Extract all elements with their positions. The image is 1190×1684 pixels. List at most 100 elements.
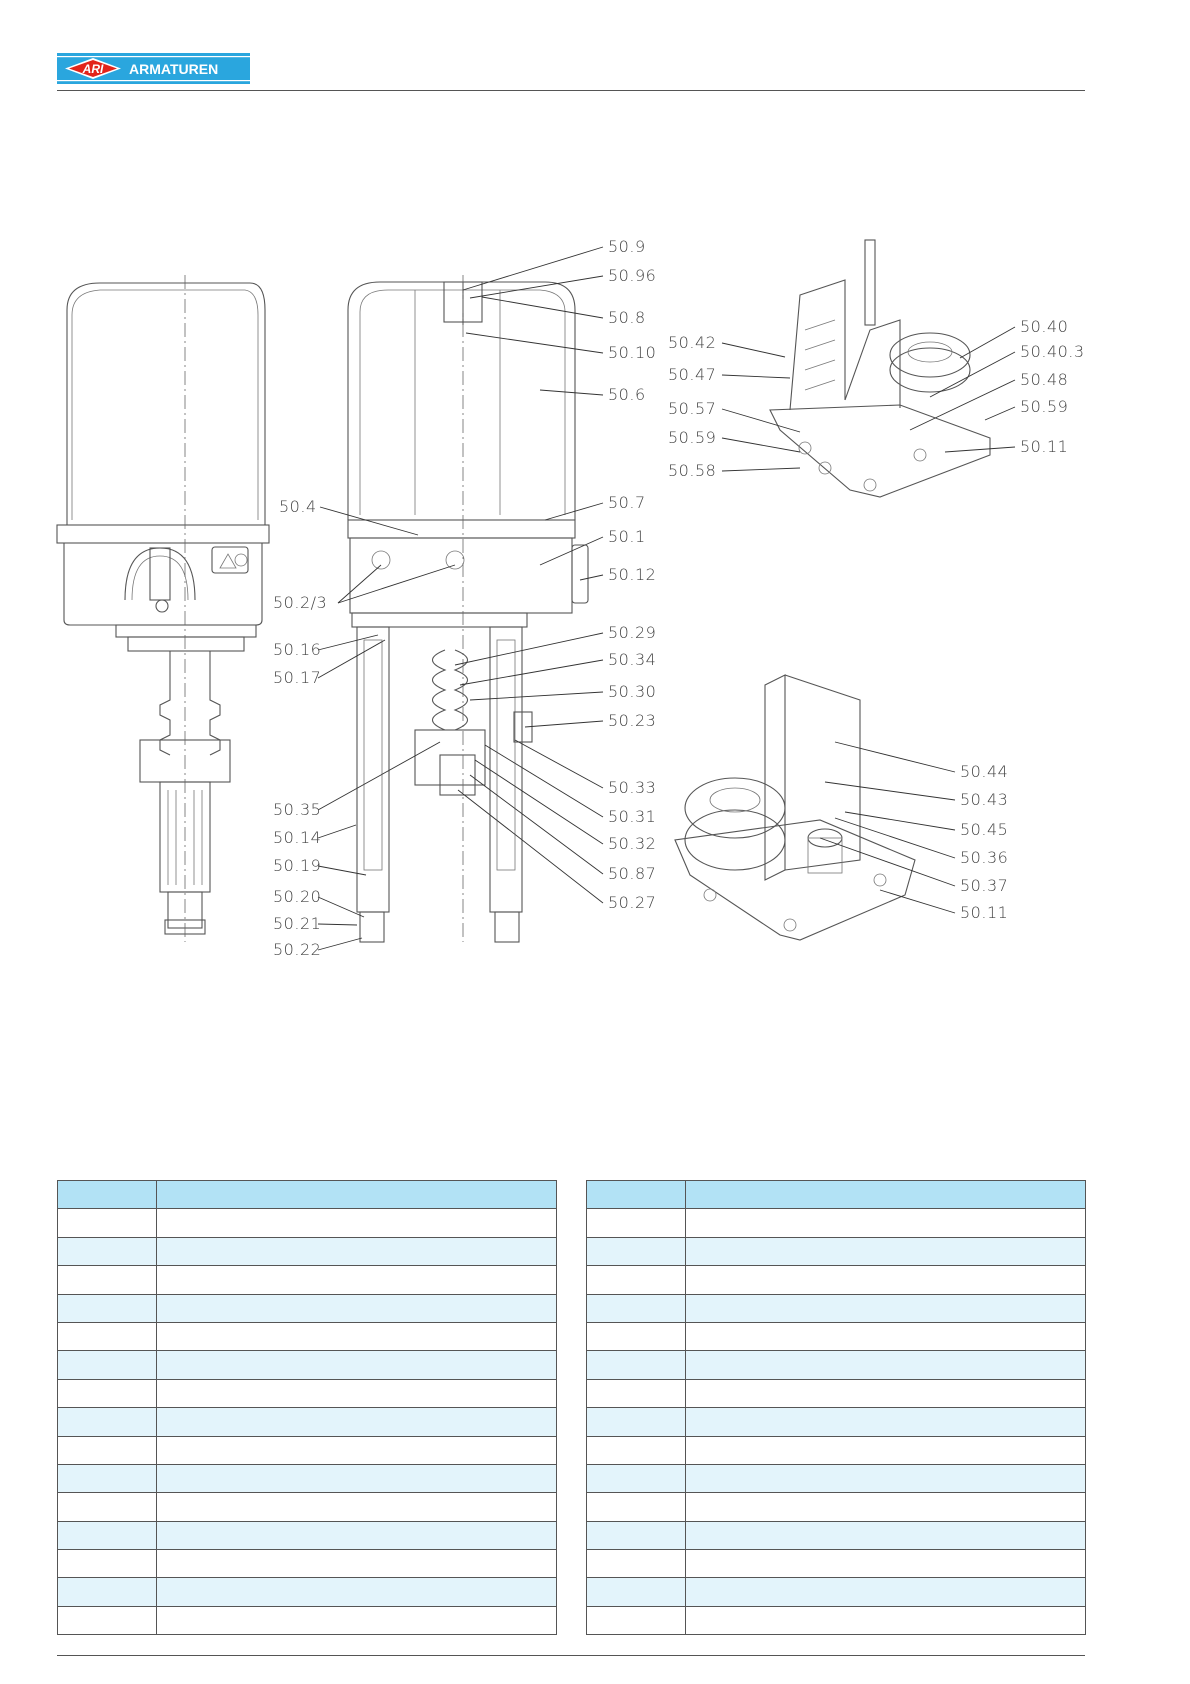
position-cell	[586, 1577, 686, 1607]
callout-labels-iso-bottom: 50.44 50.43 50.45 50.36 50.37 50.11	[960, 762, 1008, 922]
callout: 50.2/3	[273, 593, 327, 612]
callout: 50.31	[608, 807, 656, 826]
position-cell	[586, 1179, 686, 1210]
callout: 50.40	[1020, 317, 1068, 336]
position-cell	[586, 1293, 686, 1323]
position-cell	[586, 1520, 686, 1551]
table-row	[57, 1435, 557, 1465]
position-cell	[57, 1293, 157, 1323]
table-row	[586, 1520, 1086, 1551]
callout: 50.43	[960, 790, 1008, 809]
callout: 50.27	[608, 893, 656, 912]
position-cell	[57, 1577, 157, 1607]
position-cell	[586, 1350, 686, 1380]
callout: 50.16	[273, 640, 321, 659]
callout: 50.35	[273, 800, 321, 819]
position-cell	[586, 1321, 686, 1352]
position-cell	[57, 1208, 157, 1238]
callout: 50.21	[273, 914, 321, 933]
description-cell	[156, 1492, 557, 1522]
description-cell	[156, 1463, 557, 1494]
table-header-row	[57, 1179, 557, 1210]
position-cell	[57, 1179, 157, 1210]
description-cell	[156, 1605, 557, 1636]
callout: 50.59	[668, 428, 716, 447]
table-row	[57, 1407, 557, 1437]
callout: 50.36	[960, 848, 1008, 867]
callout: 50.32	[608, 834, 656, 853]
position-cell	[57, 1321, 157, 1352]
position-cell	[57, 1435, 157, 1465]
callout: 50.57	[668, 399, 716, 418]
table-row	[586, 1236, 1086, 1267]
callout-labels-iso-top: 50.42 50.47 50.57 50.59 50.58 50.40 50.4…	[668, 317, 1084, 480]
callout: 50.30	[608, 682, 656, 701]
description-cell	[685, 1208, 1086, 1238]
position-cell	[57, 1605, 157, 1636]
description-cell	[156, 1577, 557, 1607]
callout: 50.45	[960, 820, 1008, 839]
callout: 50.29	[608, 623, 656, 642]
position-cell	[586, 1378, 686, 1409]
callout: 50.34	[608, 650, 656, 669]
table-row	[57, 1492, 557, 1522]
callout: 50.9	[608, 237, 646, 256]
description-cell	[156, 1378, 557, 1409]
position-cell	[57, 1520, 157, 1551]
parts-table-left	[57, 1179, 557, 1636]
description-cell	[156, 1350, 557, 1380]
description-cell	[685, 1293, 1086, 1323]
table-row	[57, 1577, 557, 1607]
callout: 50.11	[1020, 437, 1068, 456]
description-cell	[685, 1179, 1086, 1210]
callout: 50.4	[279, 497, 317, 516]
description-cell	[156, 1236, 557, 1267]
table-row	[586, 1577, 1086, 1607]
isometric-switch-unit-top	[769, 239, 991, 498]
table-row	[586, 1407, 1086, 1437]
position-cell	[586, 1549, 686, 1579]
description-cell	[685, 1407, 1086, 1437]
description-cell	[156, 1407, 557, 1437]
position-cell	[586, 1407, 686, 1437]
description-cell	[156, 1265, 557, 1295]
isometric-switch-unit-bottom	[674, 674, 916, 941]
table-row	[57, 1520, 557, 1551]
callout: 50.19	[273, 856, 321, 875]
callout: 50.22	[273, 940, 321, 959]
callout: 50.7	[608, 493, 646, 512]
position-cell	[57, 1378, 157, 1409]
callout: 50.8	[608, 308, 646, 327]
callout: 50.37	[960, 876, 1008, 895]
exploded-drawing: 50.4 50.2/3 50.16 50.17 50.35 50.14 50.1…	[56, 237, 1084, 959]
callout: 50.96	[608, 266, 656, 285]
table-row	[586, 1435, 1086, 1465]
position-cell	[57, 1407, 157, 1437]
callout: 50.6	[608, 385, 646, 404]
position-cell	[586, 1605, 686, 1636]
logo-mark-text: ARI	[82, 62, 104, 76]
callout-labels-left: 50.4 50.2/3 50.16 50.17 50.35 50.14 50.1…	[273, 497, 327, 959]
table-row	[57, 1236, 557, 1267]
table-row	[57, 1208, 557, 1238]
description-cell	[156, 1520, 557, 1551]
description-cell	[685, 1321, 1086, 1352]
description-cell	[156, 1208, 557, 1238]
table-row	[586, 1605, 1086, 1636]
table-row	[57, 1321, 557, 1352]
description-cell	[685, 1605, 1086, 1636]
description-cell	[156, 1293, 557, 1323]
description-cell	[685, 1463, 1086, 1494]
section-view-actuator	[347, 275, 589, 943]
position-cell	[586, 1236, 686, 1267]
header-rule	[57, 90, 1085, 91]
description-cell	[685, 1378, 1086, 1409]
callout: 50.48	[1020, 370, 1068, 389]
callout: 50.1	[608, 527, 646, 546]
position-cell	[57, 1492, 157, 1522]
callout: 50.47	[668, 365, 716, 384]
description-cell	[685, 1492, 1086, 1522]
position-cell	[586, 1208, 686, 1238]
position-cell	[57, 1549, 157, 1579]
table-row	[57, 1549, 557, 1579]
